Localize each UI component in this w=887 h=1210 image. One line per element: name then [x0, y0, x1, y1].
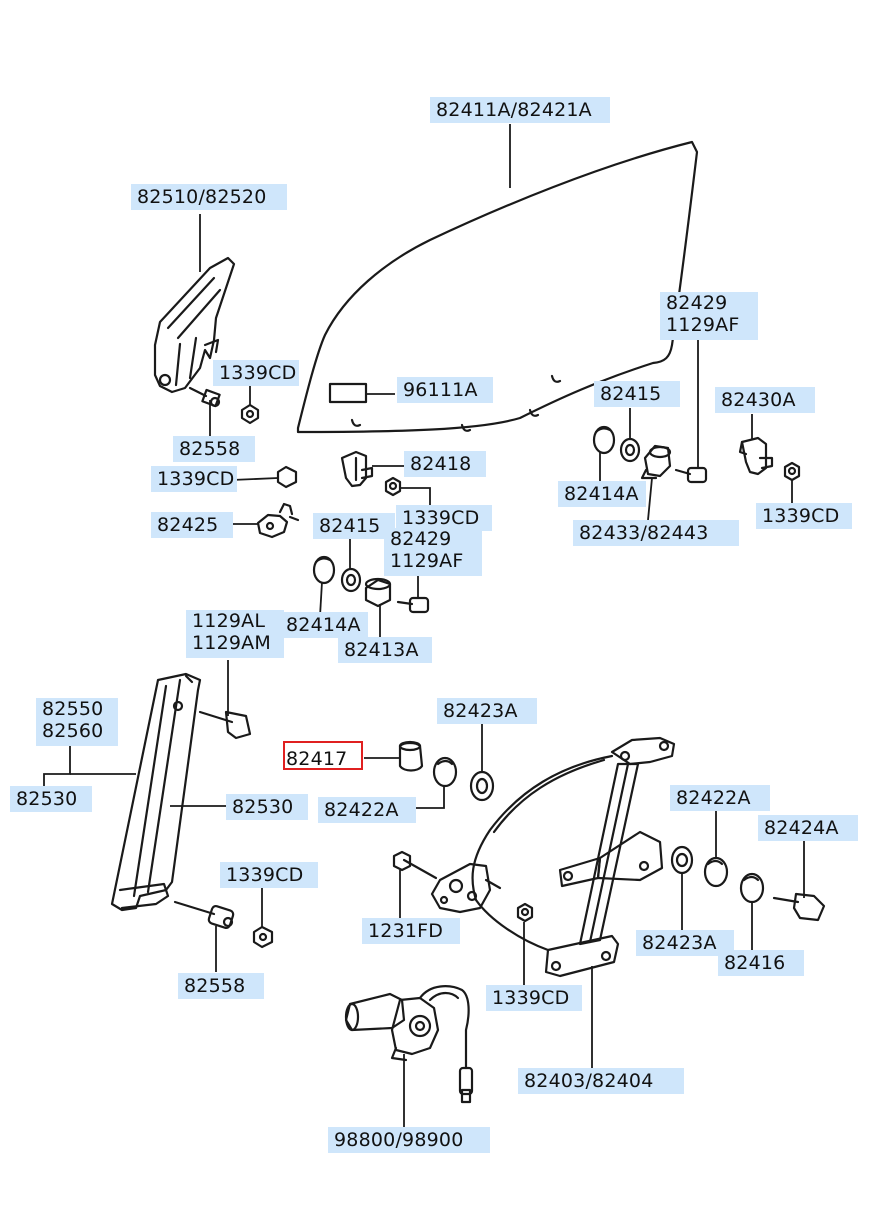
nut-icon: [276, 465, 298, 489]
lower-channel: [110, 672, 202, 912]
part-label-motor[interactable]: 98800/98900: [328, 1127, 490, 1153]
clip-icon: [256, 502, 300, 539]
part-label-roller[interactable]: 82417: [286, 748, 348, 770]
washer-icon: [469, 770, 495, 802]
cap-icon: [592, 425, 616, 455]
cap-icon: [312, 555, 336, 585]
part-label-bolt-set[interactable]: 82429 1129AF: [660, 292, 758, 340]
part-label-bolt-set[interactable]: 82429 1129AF: [384, 528, 482, 576]
bolt-icon: [772, 892, 826, 922]
bushing-icon: [619, 437, 641, 463]
upper-channel: [153, 256, 236, 394]
part-label-nut[interactable]: 1339CD: [486, 985, 582, 1011]
holder-icon: [640, 444, 672, 480]
part-label-spacer[interactable]: 82422A: [318, 797, 416, 823]
washer-icon: [670, 845, 694, 875]
part-label-holder[interactable]: 82433/82443: [573, 520, 739, 546]
nut-icon: [240, 403, 260, 425]
spacer-icon: [432, 756, 458, 788]
part-label-upper-channel[interactable]: 82510/82520: [131, 184, 287, 210]
nut-icon: [516, 902, 534, 923]
part-label-bushing[interactable]: 82415: [594, 381, 680, 407]
part-label-sticker[interactable]: 96111A: [397, 377, 493, 403]
part-label-screw[interactable]: 1231FD: [362, 918, 460, 944]
part-label-bushing[interactable]: 82415: [313, 513, 395, 539]
part-label-glass[interactable]: 82411A/82421A: [430, 97, 610, 123]
part-label-channel[interactable]: 82530: [10, 786, 92, 812]
part-label-channel[interactable]: 82550 82560: [36, 698, 118, 746]
roller-icon: [739, 872, 765, 904]
window-glass: [296, 140, 699, 434]
part-label-regulator[interactable]: 82403/82404: [518, 1068, 684, 1094]
part-label-bolt[interactable]: 82558: [173, 436, 255, 462]
part-label-clip[interactable]: 82425: [151, 512, 233, 538]
spacer-icon: [703, 856, 729, 888]
part-label-nut[interactable]: 1339CD: [396, 505, 492, 531]
nut-icon: [252, 925, 274, 949]
bolt-icon: [198, 710, 252, 740]
screw-icon: [392, 850, 438, 880]
part-label-nut[interactable]: 1339CD: [151, 466, 237, 492]
part-label-nut[interactable]: 1339CD: [756, 503, 852, 529]
part-label-nut[interactable]: 1339CD: [220, 862, 318, 888]
part-label-washer[interactable]: 82423A: [437, 698, 537, 724]
part-label-bracket[interactable]: 82418: [404, 451, 486, 477]
part-label-washer[interactable]: 82423A: [636, 930, 734, 956]
bushing-icon: [340, 567, 362, 593]
bolt-icon: [188, 386, 221, 408]
bracket-icon: [738, 436, 774, 476]
part-label-bolt[interactable]: 82558: [178, 973, 264, 999]
nut-icon: [384, 476, 402, 497]
part-label-cap[interactable]: 82414A: [558, 481, 646, 507]
bolt-icon: [674, 466, 708, 484]
bolt-icon: [173, 900, 235, 930]
leader-lines: [43, 124, 805, 1128]
part-label-bolt[interactable]: 1129AL 1129AM: [186, 610, 284, 658]
roller-icon: [398, 740, 424, 772]
part-label-cap[interactable]: 82414A: [280, 612, 368, 638]
part-label-roller[interactable]: 82416: [718, 950, 804, 976]
part-label-spacer[interactable]: 82422A: [670, 785, 770, 811]
part-label-channel[interactable]: 82530: [226, 794, 308, 820]
sticker-icon: [328, 382, 368, 404]
part-label-bracket[interactable]: 82430A: [715, 387, 815, 413]
window-regulator: [430, 736, 676, 978]
part-label-nut[interactable]: 1339CD: [213, 360, 299, 386]
bracket-icon: [340, 450, 374, 488]
motor-icon: [344, 985, 474, 1104]
part-label-bolt[interactable]: 82424A: [758, 815, 858, 841]
holder-icon: [364, 577, 392, 608]
bolt-icon: [396, 596, 430, 614]
nut-icon: [783, 461, 801, 482]
part-label-holder[interactable]: 82413A: [338, 637, 432, 663]
